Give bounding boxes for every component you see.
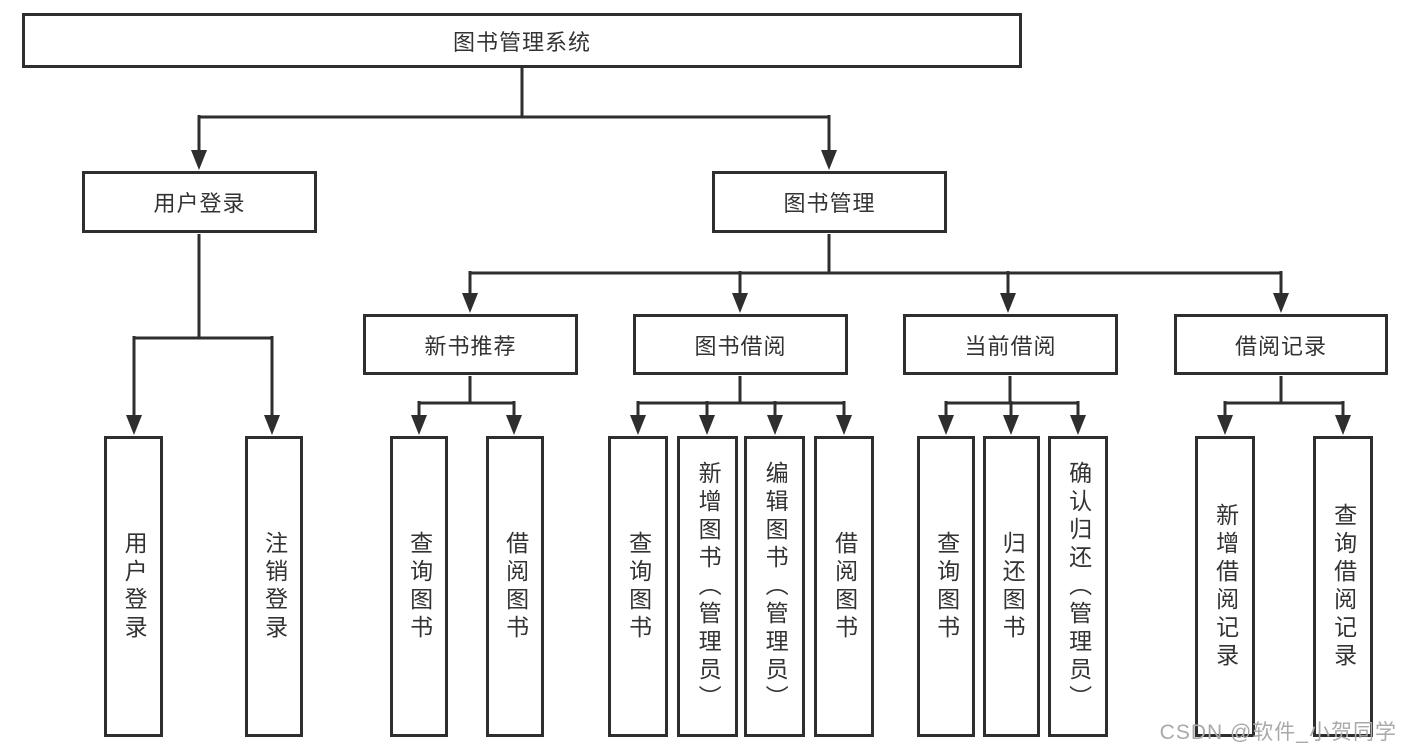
leaf-query-book-borrow: 查询图书 — [608, 436, 668, 737]
node-user-login: 用户登录 — [82, 171, 317, 233]
node-borrow-records: 借阅记录 — [1174, 314, 1388, 375]
node-label: 图书借阅 — [694, 333, 787, 359]
leaf-borrow-book: 借阅图书 — [814, 436, 874, 737]
leaf-logout: 注销登录 — [245, 436, 303, 737]
leaf-query-book-current: 查询图书 — [917, 436, 975, 737]
node-label: 当前借阅 — [964, 333, 1057, 359]
leaf-edit-book-admin: 编辑图书（管理员） — [744, 436, 805, 737]
leaf-user-login: 用户登录 — [104, 436, 163, 737]
node-label: 图书管理 — [783, 191, 876, 216]
node-label: 用户登录 — [121, 530, 148, 643]
node-label: 用户登录 — [153, 191, 246, 216]
node-label: 新书推荐 — [424, 333, 517, 359]
leaf-add-book-admin: 新增图书（管理员） — [677, 436, 738, 737]
connector-segments — [132, 66, 1345, 419]
node-library-management-system: 图书管理系统 — [22, 13, 1022, 68]
node-label: 归还图书 — [999, 530, 1026, 643]
node-label: 查询图书 — [933, 530, 960, 643]
node-label: 确认归还（管理员） — [1065, 460, 1092, 713]
node-book-management: 图书管理 — [712, 171, 947, 233]
node-label: 查询图书 — [406, 530, 433, 643]
leaf-query-borrow-record: 查询借阅记录 — [1313, 436, 1373, 737]
leaf-confirm-return-admin: 确认归还（管理员） — [1048, 436, 1108, 737]
node-label: 借阅记录 — [1234, 333, 1327, 359]
node-label: 新增借阅记录 — [1212, 502, 1239, 671]
node-label: 图书管理系统 — [452, 29, 591, 55]
node-book-borrow: 图书借阅 — [633, 314, 848, 375]
node-label: 编辑图书（管理员） — [762, 460, 789, 713]
node-label: 新增图书（管理员） — [695, 460, 722, 713]
arrowheads — [126, 150, 1351, 435]
leaf-query-book-recommend: 查询图书 — [390, 436, 448, 737]
node-label: 查询借阅记录 — [1330, 502, 1357, 671]
leaf-add-borrow-record: 新增借阅记录 — [1195, 436, 1255, 737]
leaf-return-book: 归还图书 — [983, 436, 1040, 737]
node-new-book-recommend: 新书推荐 — [363, 314, 578, 375]
node-label: 借阅图书 — [831, 530, 858, 643]
csdn-watermark: CSDN @软件_小贺同学 — [1159, 721, 1397, 744]
node-label: 注销登录 — [261, 530, 288, 643]
node-label: 查询图书 — [625, 530, 652, 643]
node-label: 借阅图书 — [502, 530, 529, 643]
node-current-borrow: 当前借阅 — [903, 314, 1118, 375]
leaf-borrow-book-recommend: 借阅图书 — [486, 436, 544, 737]
